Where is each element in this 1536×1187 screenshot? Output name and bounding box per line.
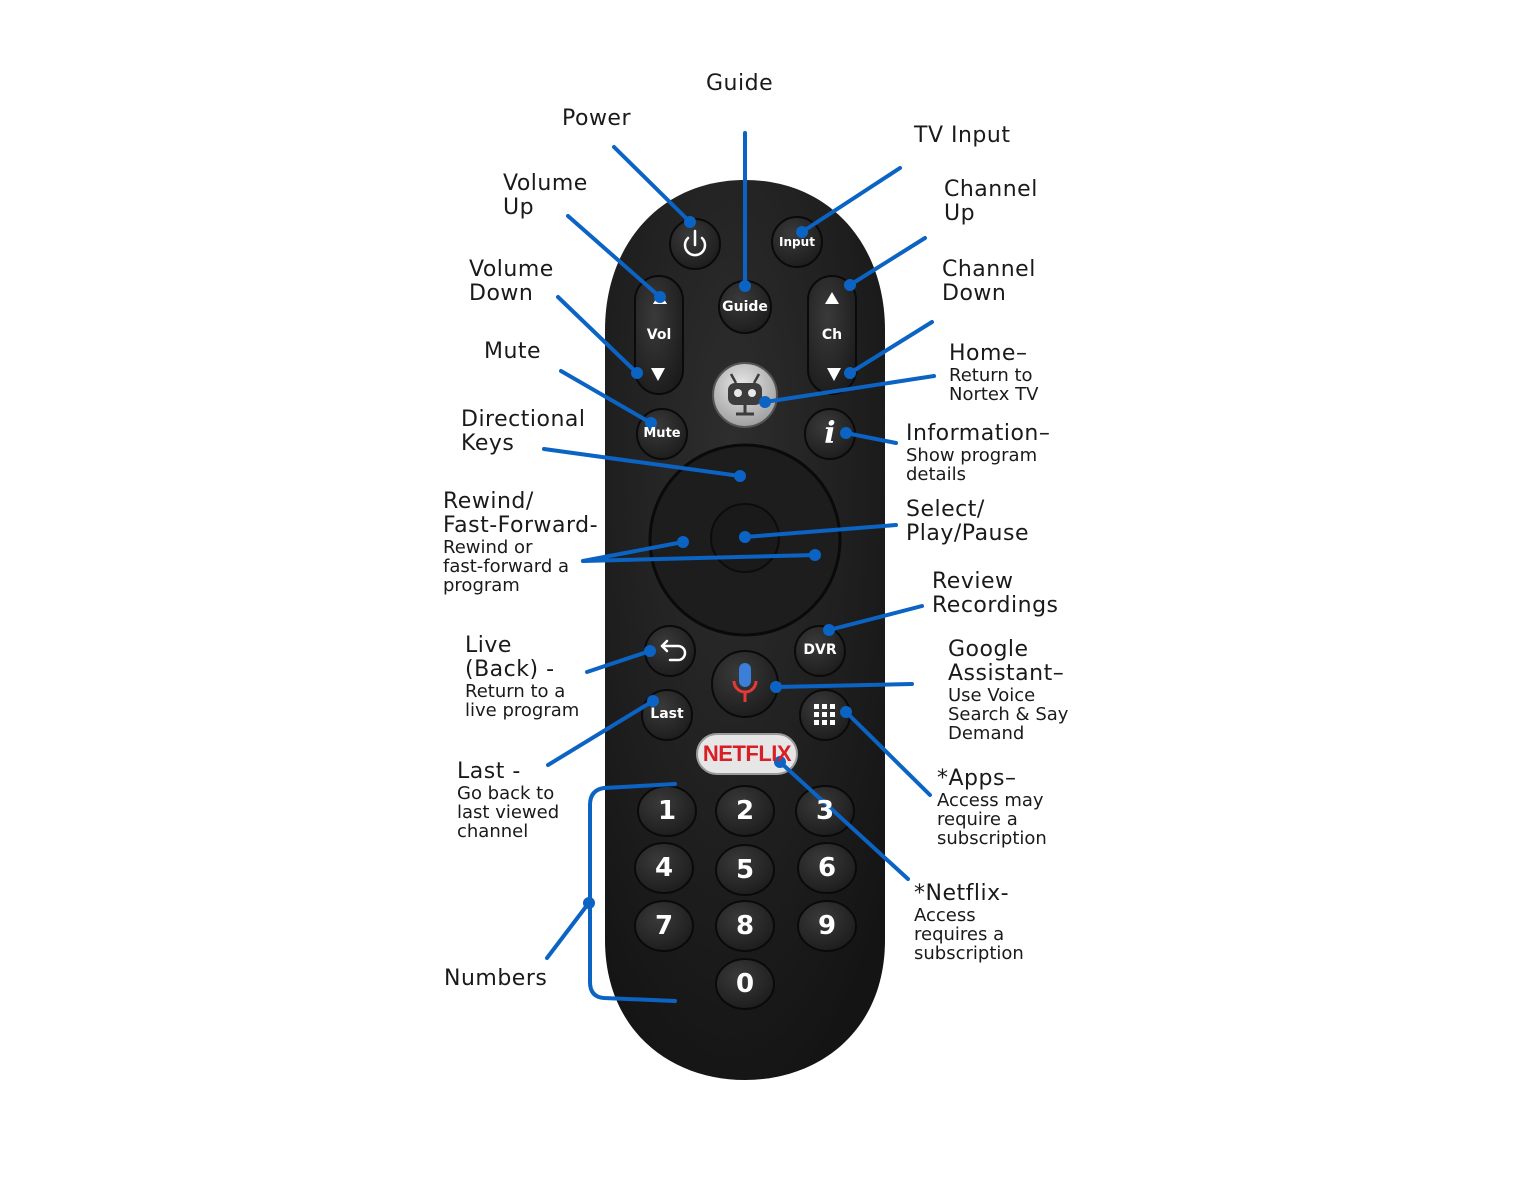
label-netflix: *Netflix- Access requires a subscription <box>914 881 1024 964</box>
leader-volume-down <box>556 295 639 375</box>
leader-apps <box>844 710 932 797</box>
number-key-label: 4 <box>654 853 674 883</box>
label-last: Last - Go back to last viewed channel <box>457 759 560 842</box>
label-apps: *Apps– Access may require a subscription <box>937 766 1047 849</box>
number-key-label: 6 <box>817 853 837 883</box>
number-key-4[interactable] <box>634 842 694 894</box>
number-key-5[interactable] <box>715 844 775 896</box>
back-arrow-icon <box>660 639 687 662</box>
leader-home <box>763 374 936 404</box>
leader-netflix <box>778 760 910 881</box>
leader-google <box>774 682 914 689</box>
last-button-label: Last <box>650 706 684 722</box>
leader-mute <box>559 369 653 425</box>
apps-grid-icon <box>814 704 835 725</box>
leader-channel-up <box>848 236 927 287</box>
vol-label: Vol <box>646 327 672 343</box>
mute-button-label: Mute <box>643 426 681 441</box>
dvr-button-label: DVR <box>803 642 837 658</box>
leader-input <box>800 166 902 234</box>
label-rewind: Rewind/ Fast-Forward- Rewind or fast-for… <box>443 489 599 596</box>
leader-review <box>827 604 924 632</box>
number-key-label: 7 <box>654 911 674 941</box>
ch-label: Ch <box>821 327 843 343</box>
netflix-logo: NETFLIX <box>702 741 792 766</box>
number-key-label: 5 <box>735 855 755 885</box>
channel-up-icon <box>825 292 839 304</box>
number-key-2[interactable] <box>715 785 775 837</box>
label-information: Information– Show program details <box>906 421 1051 485</box>
label-live: Live (Back) - Return to a live program <box>465 633 580 721</box>
number-key-8[interactable] <box>715 900 775 952</box>
label-home: Home– Return to Nortex TV <box>949 341 1039 405</box>
input-button[interactable] <box>771 216 823 268</box>
channel-rocker[interactable] <box>807 275 857 395</box>
volume-down-icon <box>651 368 665 381</box>
leader-numbers <box>545 902 590 960</box>
leader-volume-up <box>566 214 662 299</box>
number-key-0[interactable] <box>715 958 775 1010</box>
number-key-label: 2 <box>735 796 755 826</box>
number-key-label: 8 <box>735 911 755 941</box>
netflix-button[interactable] <box>696 733 798 775</box>
label-power: Power <box>562 106 632 131</box>
leader-info <box>844 431 898 445</box>
leader-channel-down <box>848 320 934 375</box>
leader-power <box>612 145 692 224</box>
number-key-label: 9 <box>817 911 837 941</box>
input-button-label: Input <box>779 235 815 249</box>
label-tv-input: TV Input <box>914 123 1011 148</box>
leader-directional <box>542 447 742 478</box>
number-key-label: 0 <box>735 969 755 999</box>
number-key-3[interactable] <box>795 785 855 837</box>
volume-rocker[interactable] <box>634 275 684 395</box>
robot-icon <box>728 373 762 416</box>
microphone-icon <box>732 663 758 702</box>
number-key-label: 3 <box>815 796 835 826</box>
label-google: Google Assistant– Use Voice Search & Say… <box>948 637 1069 744</box>
number-key-7[interactable] <box>634 900 694 952</box>
leader-select <box>743 523 898 539</box>
label-guide: Guide <box>706 71 774 96</box>
leader-rewind-2 <box>581 553 817 563</box>
dvr-button[interactable] <box>794 625 846 677</box>
number-key-9[interactable] <box>797 900 857 952</box>
number-key-6[interactable] <box>797 842 857 894</box>
label-select: Select/Play/Pause <box>906 497 1029 546</box>
leader-numbers-bracket <box>588 782 677 1003</box>
guide-button-label: Guide <box>722 299 768 315</box>
number-key-label: 1 <box>657 796 677 826</box>
leader-last <box>546 699 655 767</box>
channel-down-icon <box>827 368 841 381</box>
label-numbers: Numbers <box>444 966 548 991</box>
leader-lines <box>542 131 936 1003</box>
leader-rewind-1 <box>581 540 685 563</box>
number-keys <box>634 785 857 1010</box>
leader-dots <box>583 216 856 909</box>
info-button-label: i <box>824 416 836 451</box>
leader-live <box>585 649 652 674</box>
power-icon <box>683 229 707 257</box>
label-mute: Mute <box>484 339 542 364</box>
